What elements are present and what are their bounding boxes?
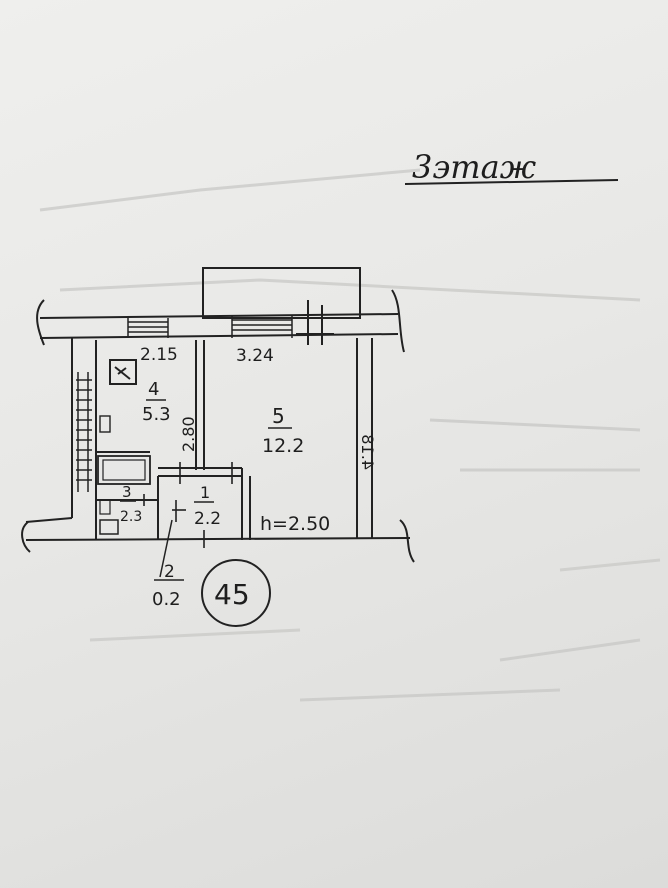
exterior-wall-right bbox=[356, 338, 373, 538]
bleed-through-marks bbox=[39, 168, 661, 702]
wash-basin bbox=[99, 519, 119, 535]
dim-room-width: 3.24 bbox=[236, 346, 274, 366]
room-1-number: 1 bbox=[200, 483, 210, 502]
room-2-area: 0.2 bbox=[152, 589, 181, 610]
dim-kitchen-length: 2.80 bbox=[179, 416, 198, 452]
window-kitchen bbox=[127, 318, 169, 338]
exterior-wall-top bbox=[36, 289, 405, 353]
ventilation-shaft bbox=[76, 372, 92, 492]
fraction-bars bbox=[120, 399, 292, 581]
room-5-number: 5 bbox=[272, 404, 285, 428]
bathtub-inner bbox=[102, 459, 146, 481]
room-3-area: 2.3 bbox=[120, 509, 142, 525]
balcony-door bbox=[296, 300, 334, 345]
apartment-number: 45 bbox=[214, 578, 250, 611]
room-4-number: 4 bbox=[148, 379, 159, 400]
exterior-wall-left bbox=[71, 338, 97, 540]
apartment-number-circle bbox=[201, 559, 271, 627]
room-3-number: 3 bbox=[122, 483, 132, 501]
door-marks bbox=[140, 462, 233, 548]
bathtub bbox=[97, 455, 151, 485]
floor-label: 3этаж bbox=[412, 148, 537, 186]
dim-room-length: 4.18 bbox=[358, 434, 377, 470]
exterior-wall-bottom bbox=[21, 517, 415, 563]
room-2-number: 2 bbox=[164, 562, 175, 582]
room-4-area: 5.3 bbox=[142, 404, 171, 425]
room-2-leader bbox=[159, 519, 173, 578]
floor-label-underline bbox=[404, 179, 619, 185]
window-room bbox=[231, 316, 293, 338]
dim-kitchen-width: 2.15 bbox=[140, 345, 178, 365]
room-5-area: 12.2 bbox=[262, 435, 304, 457]
ceiling-height: h=2.50 bbox=[260, 513, 330, 535]
room-1-area: 2.2 bbox=[194, 509, 221, 529]
shelf bbox=[99, 499, 111, 515]
kitchen-sink bbox=[99, 415, 111, 433]
stove-icon bbox=[109, 359, 137, 385]
balcony bbox=[202, 267, 361, 319]
